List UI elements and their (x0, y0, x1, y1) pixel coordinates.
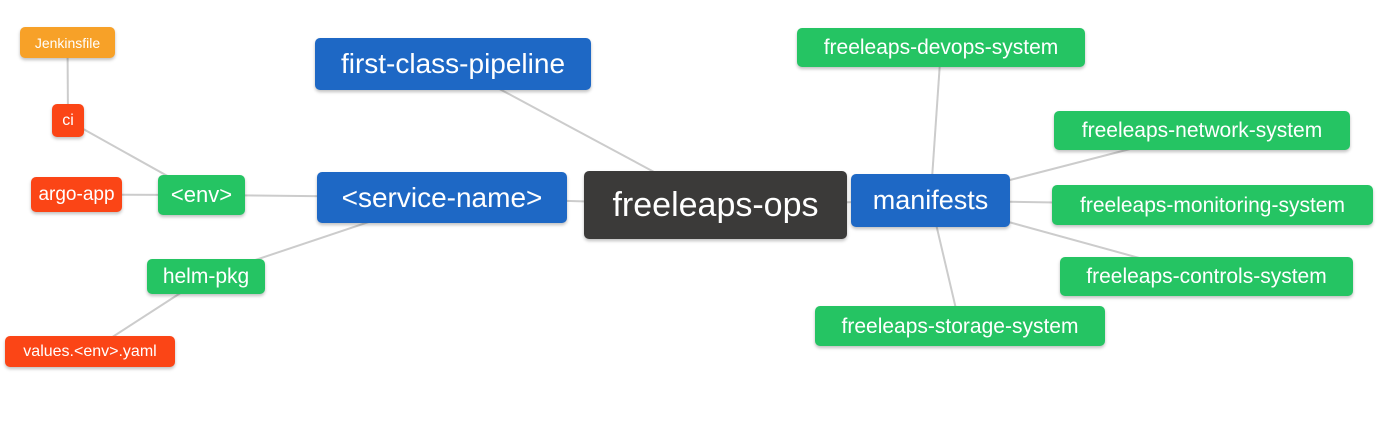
node-first-class-pipeline[interactable]: first-class-pipeline (315, 38, 591, 90)
node-freeleaps-controls-system[interactable]: freeleaps-controls-system (1060, 257, 1353, 296)
node-label: first-class-pipeline (340, 48, 566, 79)
node-freeleaps-monitoring-system[interactable]: freeleaps-monitoring-system (1052, 185, 1373, 225)
node-label: <env> (170, 182, 233, 207)
node-service-name[interactable]: <service-name> (317, 172, 567, 223)
node-label: freeleaps-network-system (1081, 119, 1323, 142)
node-freeleaps-network-system[interactable]: freeleaps-network-system (1054, 111, 1350, 150)
node-freeleaps-ops[interactable]: freeleaps-ops (584, 171, 847, 239)
node-label: manifests (872, 185, 989, 215)
node-label: argo-app (38, 184, 115, 205)
node-label: freeleaps-ops (612, 186, 819, 224)
node-label: ci (62, 111, 74, 129)
node-values-env-yaml[interactable]: values.<env>.yaml (5, 336, 175, 367)
node-helm-pkg[interactable]: helm-pkg (147, 259, 265, 294)
node-ci[interactable]: ci (52, 104, 84, 137)
node-manifests[interactable]: manifests (851, 174, 1010, 227)
node-label: <service-name> (341, 181, 543, 213)
node-env[interactable]: <env> (158, 175, 245, 215)
node-label: freeleaps-storage-system (841, 314, 1079, 338)
node-label: Jenkinsfile (34, 34, 101, 51)
node-freeleaps-storage-system[interactable]: freeleaps-storage-system (815, 306, 1105, 346)
node-freeleaps-devops-system[interactable]: freeleaps-devops-system (797, 28, 1085, 67)
node-label: helm-pkg (162, 265, 250, 288)
node-jenkinsfile[interactable]: Jenkinsfile (20, 27, 115, 58)
node-argo-app[interactable]: argo-app (31, 177, 122, 212)
node-label: freeleaps-monitoring-system (1080, 193, 1345, 217)
node-label: freeleaps-devops-system (823, 36, 1059, 59)
node-label: values.<env>.yaml (23, 342, 157, 360)
node-label: freeleaps-controls-system (1086, 265, 1327, 288)
